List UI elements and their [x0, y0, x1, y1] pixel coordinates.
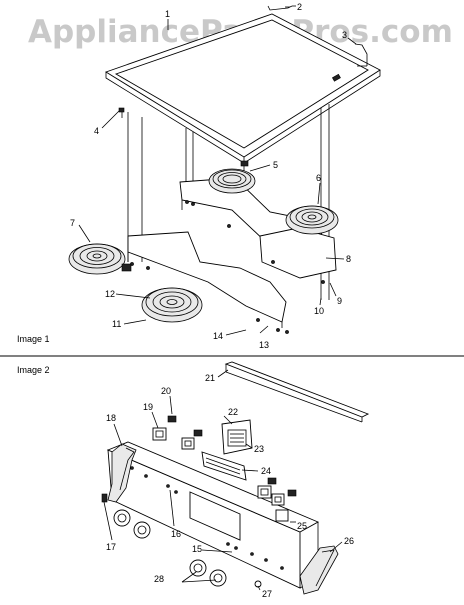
callout-13: 13 [259, 340, 269, 350]
surface-element-11 [141, 287, 203, 323]
console-panel [106, 441, 320, 589]
callout-17: 17 [106, 542, 116, 552]
screw [118, 107, 125, 118]
callout-8: 8 [346, 254, 351, 264]
callout-18: 18 [106, 413, 116, 423]
callout-11: 11 [112, 319, 121, 329]
callouts-1: 1 2 3 4 5 6 7 8 9 10 12 11 13 14 [70, 2, 351, 350]
end-cap-left [107, 443, 137, 503]
hold-down-bracket [267, 5, 293, 11]
callout-3: 3 [342, 30, 347, 40]
callout-6: 6 [316, 173, 321, 183]
right-bracket [259, 227, 337, 279]
indicator-lights [167, 415, 297, 497]
trim-clip [354, 43, 368, 67]
caption-image-1: Image 1 [17, 334, 50, 344]
callout-26: 26 [344, 536, 354, 546]
overlay-membrane [201, 451, 247, 481]
callout-10: 10 [314, 306, 324, 316]
callout-16: 16 [171, 529, 181, 539]
callout-25: 25 [297, 521, 307, 531]
control-knobs [113, 509, 227, 587]
callout-15: 15 [192, 544, 202, 554]
callout-21: 21 [205, 373, 215, 383]
end-cap-right [299, 545, 339, 595]
callout-24: 24 [261, 466, 271, 476]
callouts-2: 21 20 19 18 22 23 24 25 26 17 16 15 28 2… [106, 373, 354, 599]
electronic-clock [221, 419, 253, 455]
surface-element-5 [208, 160, 256, 194]
callout-4: 4 [94, 126, 99, 136]
callout-7: 7 [70, 218, 75, 228]
rotary-switches [152, 427, 289, 522]
callout-28: 28 [154, 574, 164, 584]
callout-14: 14 [213, 331, 223, 341]
trim-strip [224, 361, 370, 418]
leader-lines-1 [78, 5, 357, 336]
callout-23: 23 [254, 444, 264, 454]
callout-5: 5 [273, 160, 278, 170]
callout-2: 2 [297, 2, 302, 12]
callout-27: 27 [262, 589, 272, 599]
small-hardware [101, 493, 262, 588]
callout-9: 9 [337, 296, 342, 306]
image-2-control-panel: Image 2 [17, 361, 370, 599]
lower-bracket [127, 231, 287, 323]
callout-19: 19 [143, 402, 153, 412]
caption-image-2: Image 2 [17, 365, 50, 375]
callout-22: 22 [228, 407, 238, 417]
image-1-cooktop: 1 2 3 4 5 6 7 8 9 10 12 11 13 14 Image 1 [17, 2, 381, 350]
callout-20: 20 [161, 386, 171, 396]
mounting-screws [130, 200, 325, 334]
callout-12: 12 [105, 289, 115, 299]
surface-element-7 [68, 243, 132, 275]
callout-1: 1 [165, 9, 170, 19]
leader-lines-2 [103, 369, 343, 591]
cooktop-glass [104, 13, 381, 164]
surface-element-6 [285, 205, 339, 235]
